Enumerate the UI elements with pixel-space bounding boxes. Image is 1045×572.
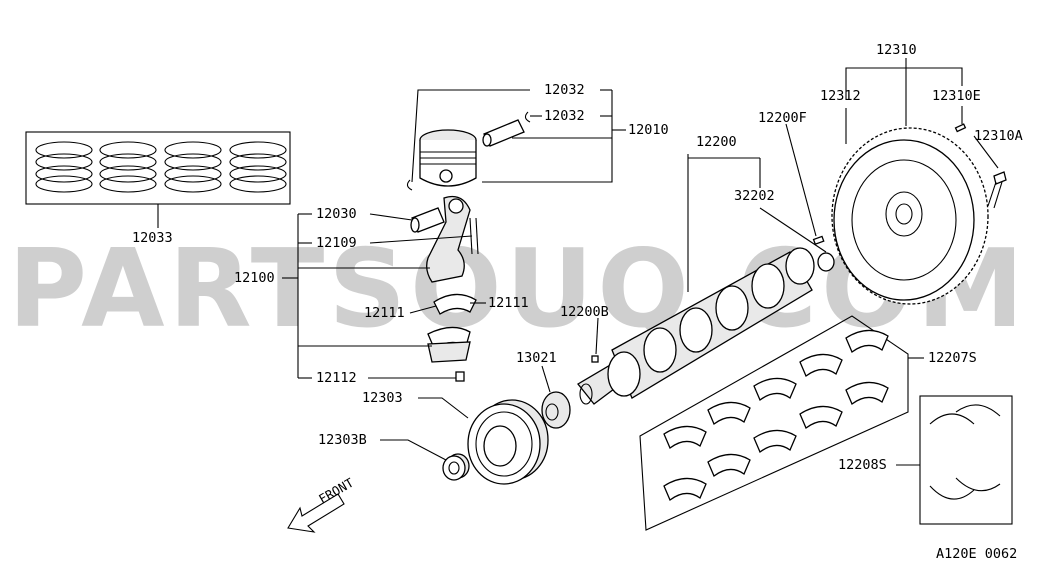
- label-12100[interactable]: 12100: [234, 270, 275, 286]
- connecting-rod-group[interactable]: [282, 195, 486, 382]
- label-32202[interactable]: 32202: [734, 188, 775, 204]
- ring-set-1: [35, 141, 93, 193]
- diagram-code: A120E 0062: [936, 546, 1017, 562]
- label-12200[interactable]: 12200: [696, 134, 737, 150]
- label-12208S[interactable]: 12208S: [838, 457, 887, 473]
- label-12010[interactable]: 12010: [628, 122, 669, 138]
- label-12112[interactable]: 12112: [316, 370, 357, 386]
- label-12303B[interactable]: 12303B: [318, 432, 367, 448]
- ring-set-3: [164, 141, 222, 193]
- label-12109[interactable]: 12109: [316, 235, 357, 251]
- label-12310E[interactable]: 12310E: [932, 88, 981, 104]
- piston-rings-group[interactable]: [25, 131, 291, 228]
- label-12312[interactable]: 12312: [820, 88, 861, 104]
- label-12111-right[interactable]: 12111: [488, 295, 529, 311]
- thrust-washer-group[interactable]: [896, 395, 1013, 525]
- label-12030[interactable]: 12030: [316, 206, 357, 222]
- main-bearing-group[interactable]: [639, 315, 924, 531]
- front-label: FRONT: [316, 475, 356, 507]
- label-12111-left[interactable]: 12111: [364, 305, 405, 321]
- label-12200F[interactable]: 12200F: [758, 110, 807, 126]
- label-12303[interactable]: 12303: [362, 390, 403, 406]
- crankshaft-group[interactable]: [577, 123, 835, 405]
- label-12310[interactable]: 12310: [876, 42, 917, 58]
- label-12310A[interactable]: 12310A: [974, 128, 1023, 144]
- label-12032-mid[interactable]: 12032: [544, 108, 585, 124]
- ring-set-4: [229, 141, 287, 193]
- flywheel-group[interactable]: [831, 58, 1007, 305]
- label-12200B[interactable]: 12200B: [560, 304, 609, 320]
- label-12207S[interactable]: 12207S: [928, 350, 977, 366]
- label-12032-top[interactable]: 12032: [544, 82, 585, 98]
- front-arrow-icon: [287, 493, 345, 533]
- bearing-shells: [663, 329, 889, 502]
- piston-group[interactable]: [406, 89, 626, 191]
- ring-set-2: [99, 141, 157, 193]
- label-13021[interactable]: 13021: [516, 350, 557, 366]
- crank-pulley-group[interactable]: [380, 365, 571, 485]
- label-12033[interactable]: 12033: [132, 230, 173, 246]
